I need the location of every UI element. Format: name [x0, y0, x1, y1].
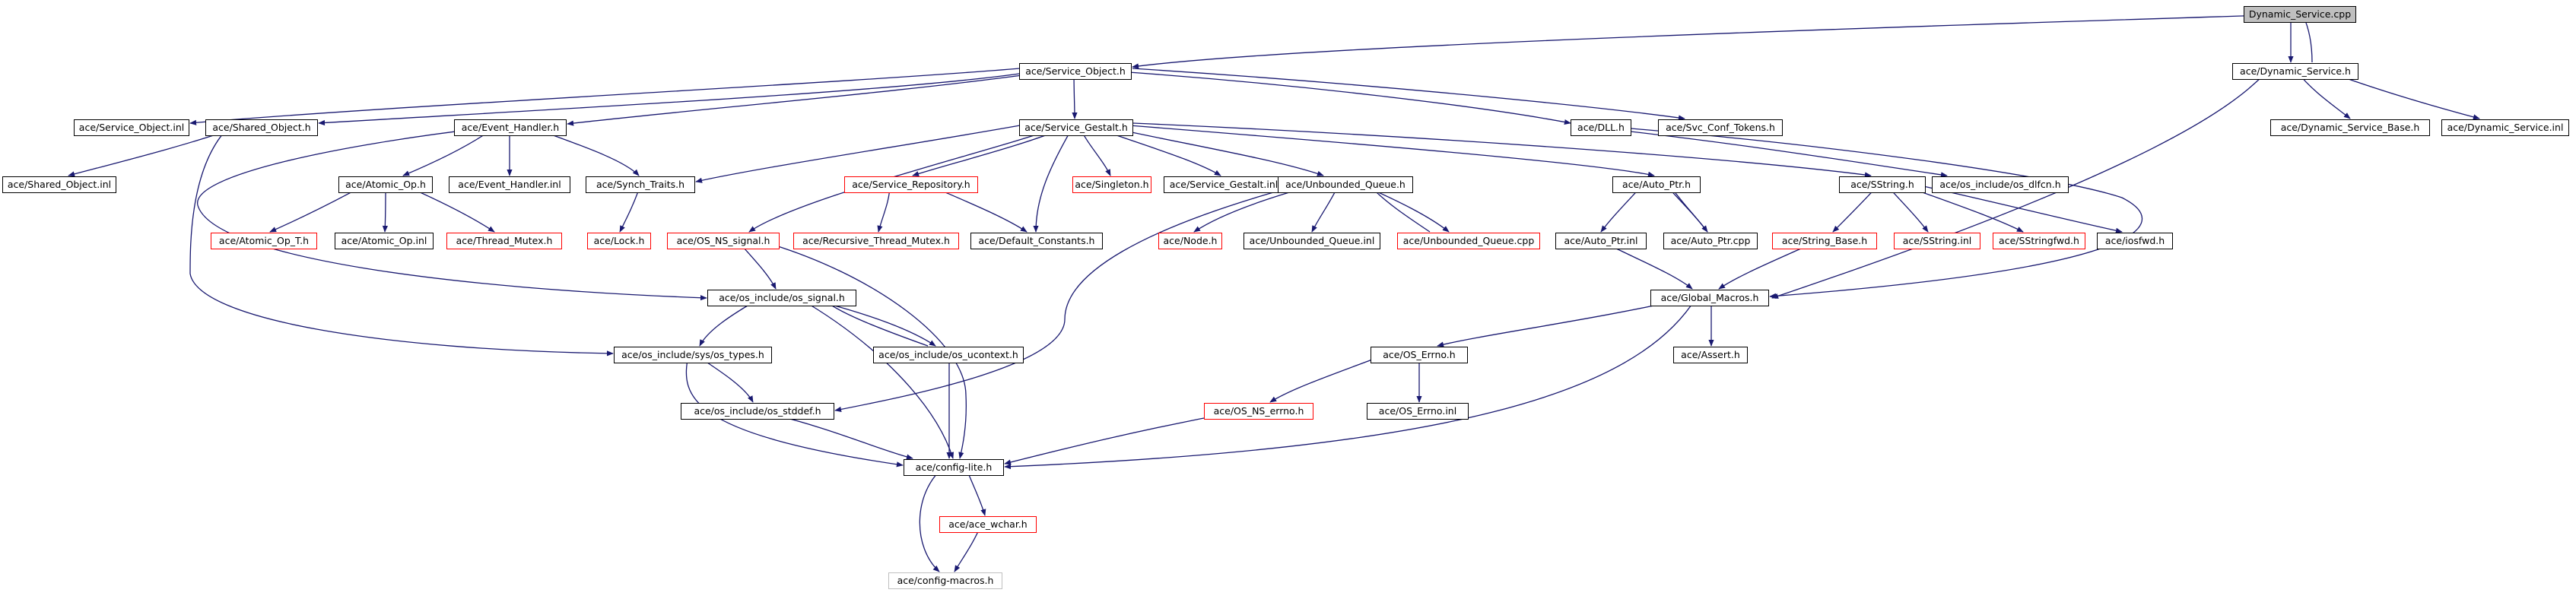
dependency-edge	[1033, 127, 1073, 233]
service-repository-h-node[interactable]: ace/Service_Repository.h	[844, 176, 978, 193]
shared-object-inl-node[interactable]: ace/Shared_Object.inl	[2, 176, 116, 193]
dynamic-service-cpp-node: Dynamic_Service.cpp	[2244, 6, 2356, 23]
dependency-edge	[1132, 14, 2292, 69]
dependency-edges	[68, 14, 2480, 572]
sstringfwd-h-node[interactable]: ace/SStringfwd.h	[1993, 233, 2085, 249]
event-handler-h-node[interactable]: ace/Event_Handler.h	[454, 119, 567, 136]
auto-ptr-inl-node[interactable]: ace/Auto_Ptr.inl	[1555, 233, 1647, 249]
os-dlfcn-h-node[interactable]: ace/os_include/os_dlfcn.h	[1932, 176, 2069, 193]
dependency-edge	[1004, 297, 1697, 470]
unbounded-queue-h-node[interactable]: ace/Unbounded_Queue.h	[1278, 176, 1413, 193]
os-ns-errno-h-node[interactable]: ace/OS_NS_errno.h	[1204, 403, 1313, 420]
os-ucontext-h-node[interactable]: ace/os_include/os_ucontext.h	[873, 347, 1024, 363]
string-base-h-node[interactable]: ace/String_Base.h	[1772, 233, 1877, 249]
shared-object-h-node[interactable]: ace/Shared_Object.h	[205, 119, 318, 136]
dependency-edge	[189, 68, 1021, 125]
ace-wchar-h-node[interactable]: ace/ace_wchar.h	[939, 516, 1037, 533]
node-h-node[interactable]: ace/Node.h	[1158, 233, 1222, 249]
os-signal-h-node[interactable]: ace/os_include/os_signal.h	[707, 290, 856, 306]
dependency-edge	[1110, 127, 1324, 176]
unbounded-queue-inl-node[interactable]: ace/Unbounded_Queue.inl	[1244, 233, 1380, 249]
dependency-edge	[695, 125, 1021, 183]
lock-h-node[interactable]: ace/Lock.h	[587, 233, 651, 249]
sstring-h-node[interactable]: ace/SString.h	[1839, 176, 1926, 193]
dependency-edge	[1269, 354, 1385, 403]
service-gestalt-h-node[interactable]: ace/Service_Gestalt.h	[1019, 119, 1133, 136]
dependency-edge	[1117, 71, 1571, 125]
dependency-edge	[1004, 411, 1240, 465]
svc-conf-tokens-h-node[interactable]: ace/Svc_Conf_Tokens.h	[1658, 119, 1783, 136]
dependency-edge	[834, 184, 1301, 412]
os-ns-signal-h-node[interactable]: ace/OS_NS_signal.h	[667, 233, 780, 249]
dynamic-service-inl-node[interactable]: ace/Dynamic_Service.inl	[2441, 119, 2569, 136]
dependency-edge	[1621, 127, 2143, 299]
singleton-h-node[interactable]: ace/Singleton.h	[1072, 176, 1151, 193]
synch-traits-h-node[interactable]: ace/Synch_Traits.h	[586, 176, 695, 193]
dependency-edge	[919, 467, 944, 572]
os-types-h-node[interactable]: ace/os_include/sys/os_types.h	[614, 347, 772, 363]
os-stddef-h-node[interactable]: ace/os_include/os_stddef.h	[681, 403, 834, 420]
os-errno-inl-node[interactable]: ace/OS_Errno.inl	[1367, 403, 1469, 420]
dependency-edge	[189, 127, 614, 357]
global-macros-h-node[interactable]: ace/Global_Macros.h	[1650, 290, 1769, 306]
atomic-op-h-node[interactable]: ace/Atomic_Op.h	[338, 176, 433, 193]
config-lite-h-node[interactable]: ace/config-lite.h	[904, 459, 1004, 476]
dependency-edge	[798, 297, 954, 459]
dependency-edge	[1132, 122, 1872, 178]
service-gestalt-inl-node[interactable]: ace/Service_Gestalt.inl	[1164, 176, 1284, 193]
thread-mutex-h-node[interactable]: ace/Thread_Mutex.h	[446, 233, 562, 249]
atomic-op-inl-node[interactable]: ace/Atomic_Op.inl	[335, 233, 434, 249]
atomic-op-t-h-node[interactable]: ace/Atomic_Op_T.h	[211, 233, 317, 249]
dynamic-service-base-h-node[interactable]: ace/Dynamic_Service_Base.h	[2270, 119, 2430, 136]
auto-ptr-cpp-node[interactable]: ace/Auto_Ptr.cpp	[1663, 233, 1758, 249]
dependency-edge	[318, 71, 1035, 126]
assert-h-node[interactable]: ace/Assert.h	[1673, 347, 1748, 363]
config-macros-h-node[interactable]: ace/config-macros.h	[888, 572, 1002, 589]
recursive-thread-mutex-h-node[interactable]: ace/Recursive_Thread_Mutex.h	[793, 233, 959, 249]
dependency-edge	[748, 127, 1058, 233]
dependency-edge	[567, 71, 1050, 126]
dependency-edge	[1129, 125, 1655, 177]
dependency-edge	[1132, 68, 1685, 121]
dll-h-node[interactable]: ace/DLL.h	[1571, 119, 1631, 136]
dynamic-service-h-node[interactable]: ace/Dynamic_Service.h	[2232, 63, 2358, 80]
default-constants-h-node[interactable]: ace/Default_Constants.h	[970, 233, 1103, 249]
dependency-edge	[197, 127, 707, 301]
os-errno-h-node[interactable]: ace/OS_Errno.h	[1371, 347, 1468, 363]
sstring-inl-node[interactable]: ace/SString.inl	[1894, 233, 1980, 249]
event-handler-inl-node[interactable]: ace/Event_Handler.inl	[449, 176, 570, 193]
service-object-h-node[interactable]: ace/Service_Object.h	[1019, 63, 1132, 80]
iosfwd-h-node[interactable]: ace/iosfwd.h	[2097, 233, 2173, 249]
unbounded-queue-cpp-node[interactable]: ace/Unbounded_Queue.cpp	[1397, 233, 1540, 249]
auto-ptr-h-node[interactable]: ace/Auto_Ptr.h	[1612, 176, 1701, 193]
service-object-inl-node[interactable]: ace/Service_Object.inl	[74, 119, 189, 136]
dependency-edge	[1596, 127, 1948, 178]
